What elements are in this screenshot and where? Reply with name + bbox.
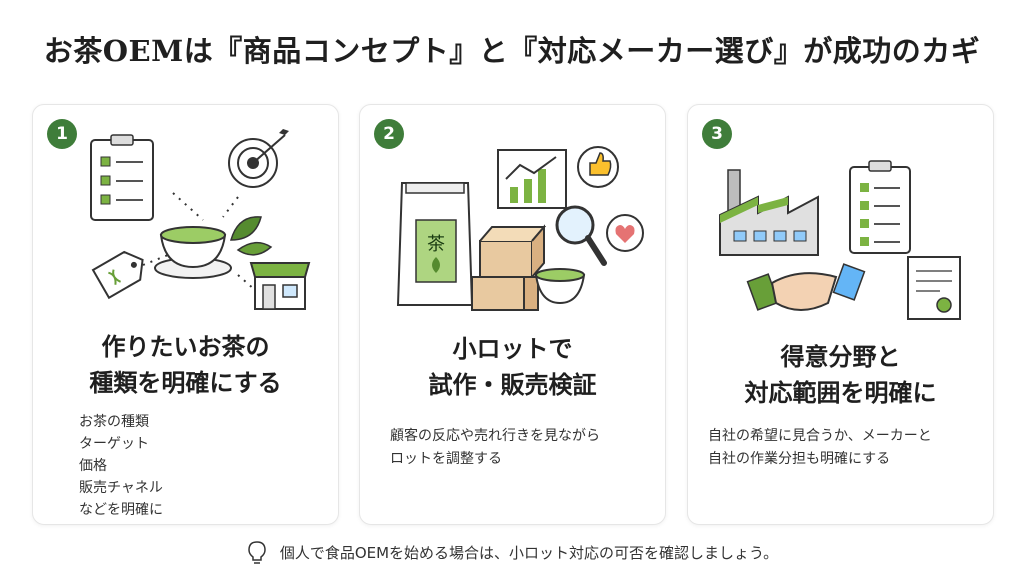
checklist-icon	[90, 134, 154, 221]
list-item: ターゲット	[79, 436, 149, 452]
chart-icon	[497, 149, 567, 209]
card-heading: 作りたいお茶の 種類を明確にする	[33, 329, 338, 401]
list-item: 価格	[79, 458, 107, 474]
step-number-badge: 3	[702, 119, 732, 149]
teacup-icon	[154, 226, 232, 279]
teacup-icon	[534, 268, 586, 305]
magnifier-icon	[555, 205, 607, 266]
tea-bag-label: 茶	[427, 234, 445, 255]
description-line: ロットを調整する	[390, 451, 502, 467]
description-line: 自社の作業分担も明確にする	[708, 451, 891, 467]
tea-bag-icon: 茶	[396, 182, 474, 306]
thumbs-up-icon	[577, 146, 619, 188]
lightbulb-icon	[248, 541, 266, 564]
card-description: 自社の希望に見合うか、メーカーと 自社の作業分担も明確にする	[708, 425, 968, 471]
card2-illustration: 茶	[396, 146, 644, 311]
heading-line: 種類を明確にする	[89, 368, 282, 397]
list-item: 販売チャネル	[79, 480, 163, 496]
list-item: などを明確に	[79, 502, 163, 518]
card-heading: 小ロットで 試作・販売検証	[360, 331, 665, 403]
certificate-icon	[907, 256, 961, 320]
factory-icon	[719, 169, 819, 256]
description-line: 自社の希望に見合うか、メーカーと	[708, 428, 932, 444]
heading-line: 得意分野と	[780, 342, 901, 371]
criteria-list: お茶の種類 ターゲット 価格 販売チャネル などを明確に	[79, 411, 163, 521]
step-number-badge: 1	[47, 119, 77, 149]
heading-line: 作りたいお茶の	[101, 332, 270, 361]
step-number-badge: 2	[374, 119, 404, 149]
target-icon	[228, 129, 289, 188]
description-line: 顧客の反応や売れ行きを見ながら	[390, 428, 600, 444]
shop-icon	[249, 262, 311, 310]
card-heading: 得意分野と 対応範囲を明確に	[688, 339, 993, 411]
heading-line: 小ロットで	[452, 334, 573, 363]
card-tea-type: 1 作りたいお茶の 種類を明確にする お茶の種類 ターゲット 価格 販売チャネル…	[32, 104, 339, 525]
list-item: お茶の種類	[79, 414, 149, 430]
card-description: 顧客の反応や売れ行きを見ながら ロットを調整する	[390, 425, 650, 471]
boxes-icon	[471, 224, 547, 311]
note-text: 個人で食品OEMを始める場合は、小ロット対応の可否を確認しましょう。	[279, 543, 779, 562]
tea-leaf-icon	[230, 216, 273, 256]
card-maker-specialty: 3 得意分野と 対応範囲を明確に 自社の希望に見合うか、メーカーと 自社の作業分…	[687, 104, 994, 525]
page-title: お茶OEMは『商品コンセプト』と『対応メーカー選び』が成功のカギ	[43, 34, 981, 68]
card3-illustration	[719, 160, 961, 320]
card1-illustration	[90, 129, 311, 310]
price-tag-icon	[91, 250, 144, 300]
card-small-lot: 茶	[359, 104, 666, 525]
footer-note: 個人で食品OEMを始める場合は、小ロット対応の可否を確認しましょう。	[0, 539, 1024, 565]
heading-line: 試作・販売検証	[428, 370, 597, 399]
checklist-icon	[849, 160, 911, 254]
heading-line: 対応範囲を明確に	[744, 378, 937, 407]
heart-icon	[606, 214, 644, 252]
handshake-icon	[746, 263, 866, 311]
